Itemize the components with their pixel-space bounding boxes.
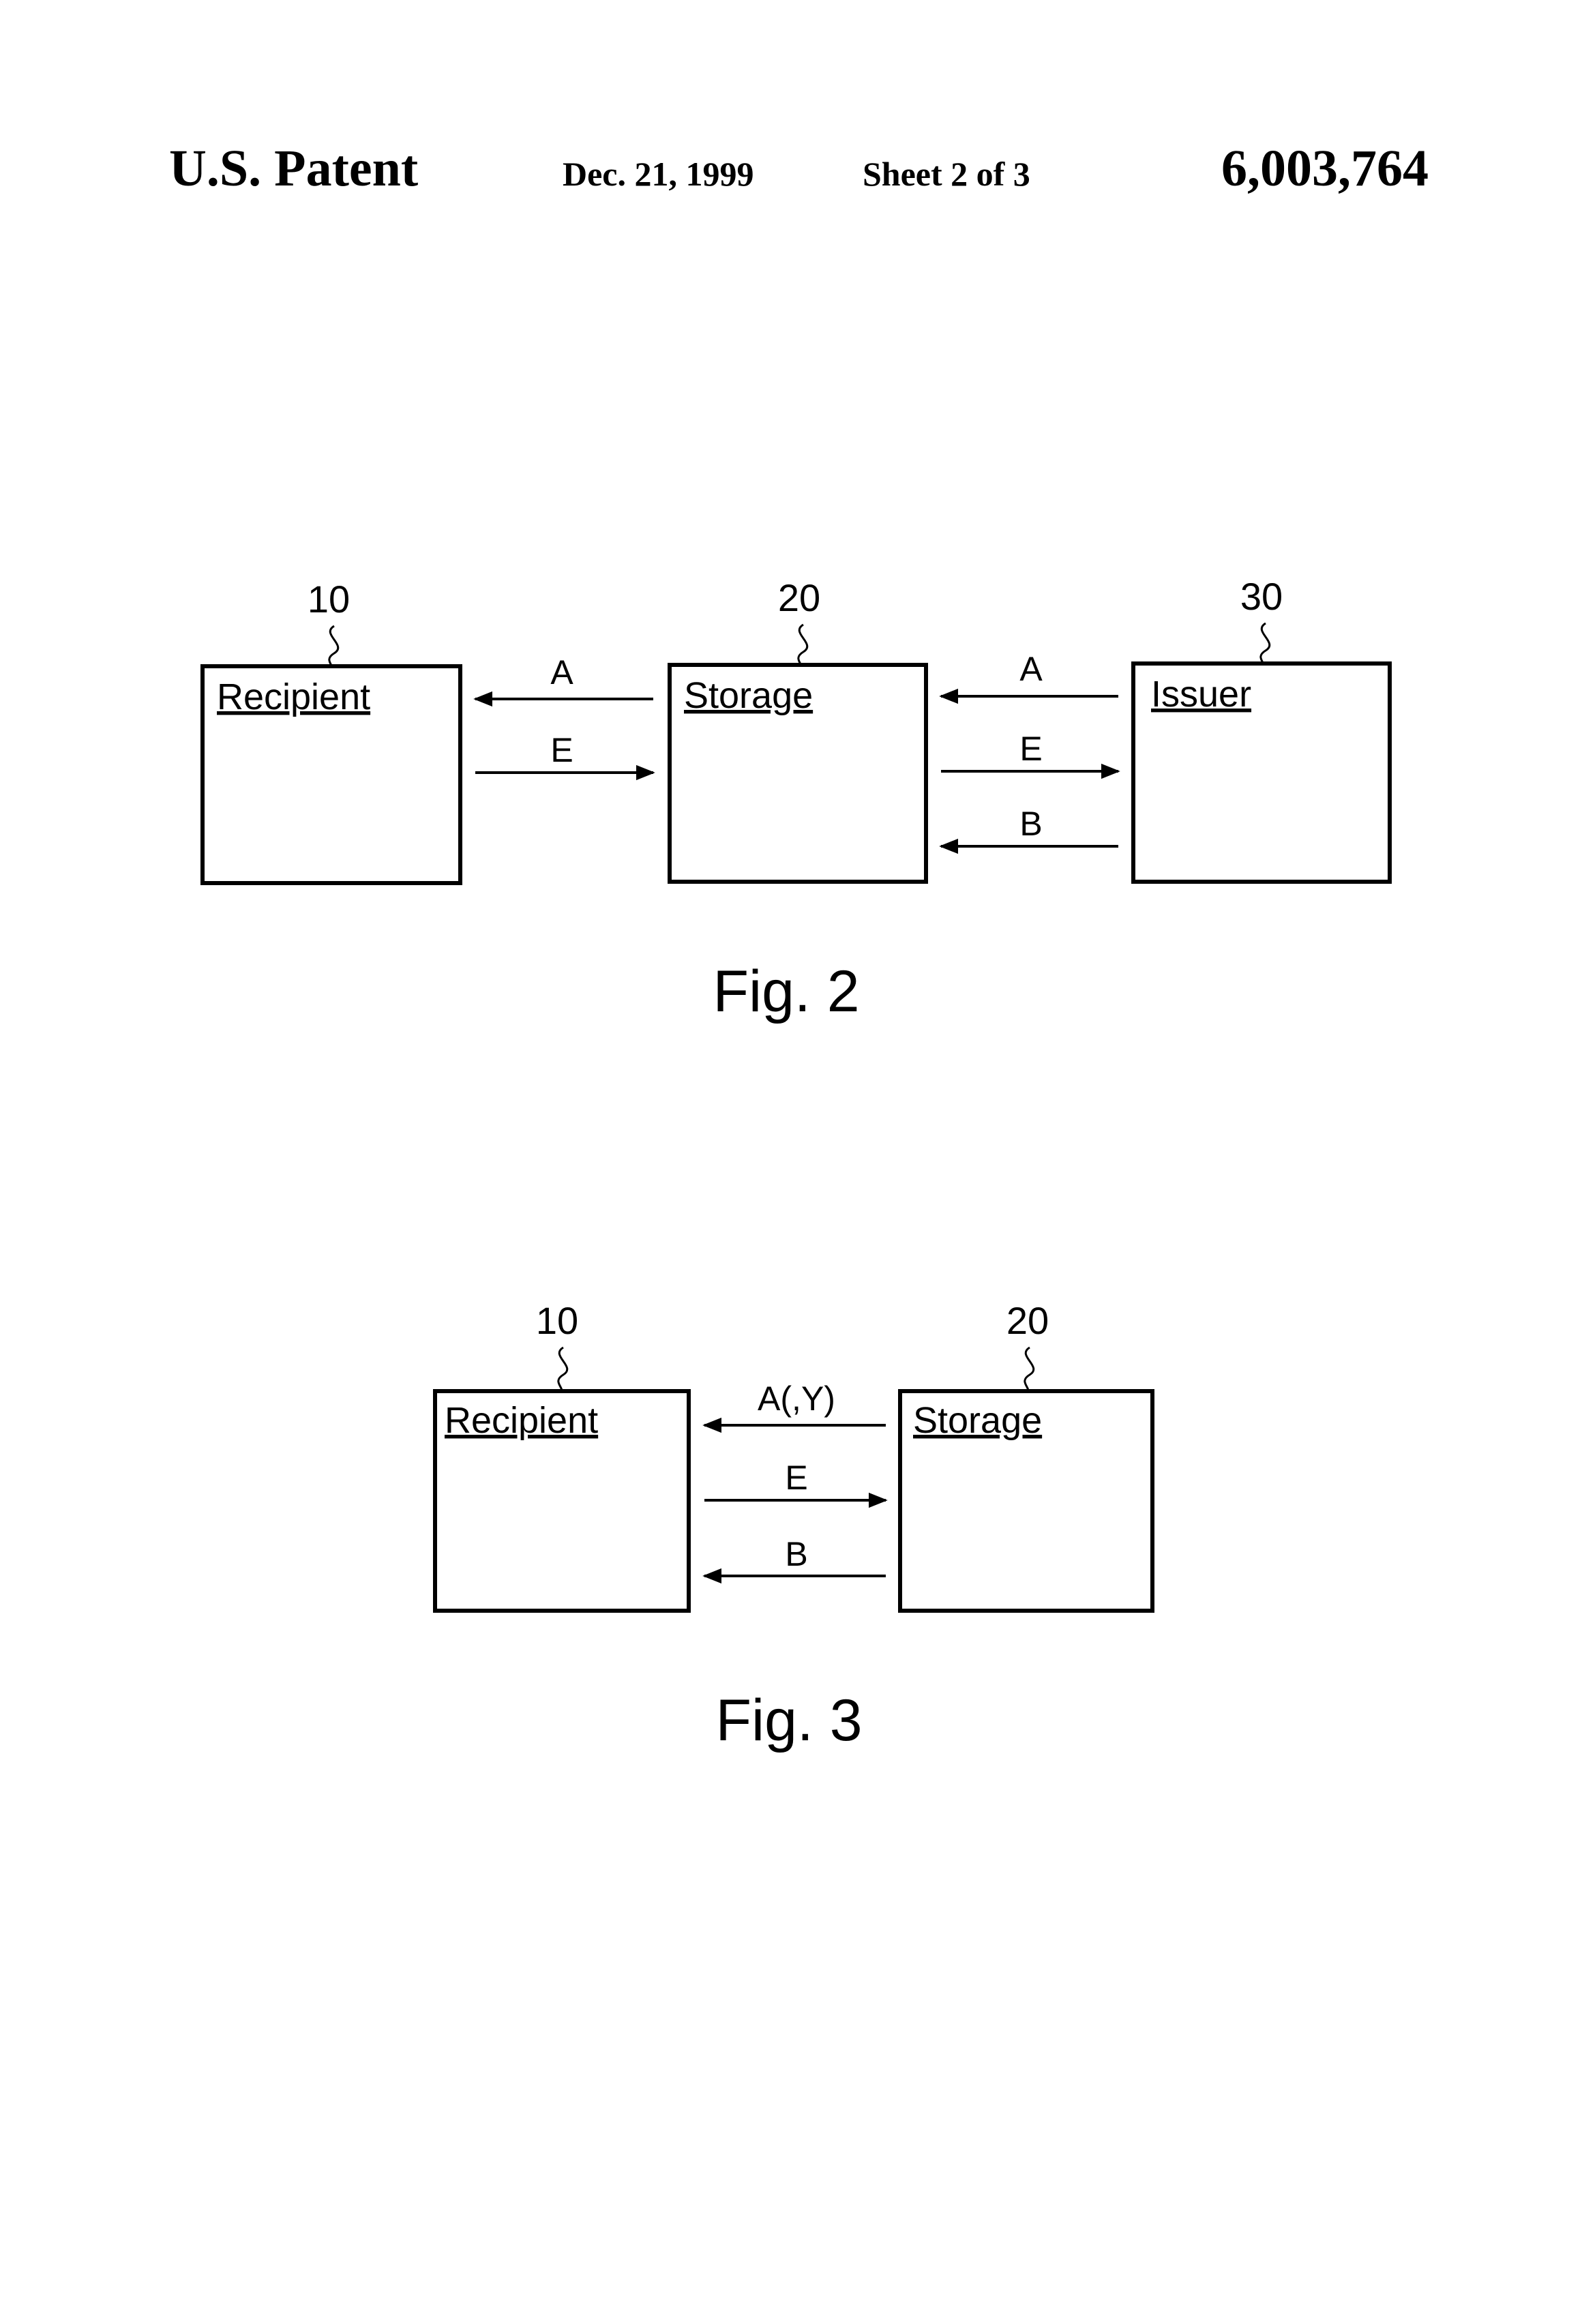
fig2-ref-10: 10: [308, 578, 350, 621]
fig2-ref-20: 20: [778, 576, 820, 619]
fig3-caption: Fig. 3: [715, 1688, 862, 1753]
page-header: U.S. Patent Dec. 21, 1999 Sheet 2 of 3 6…: [169, 140, 1429, 197]
header-patent-number: 6,003,764: [1221, 140, 1429, 197]
fig3-recipient-label: Recipient: [445, 1400, 598, 1441]
figure-2: 10 Recipient 20 Storage 30 Issuer A E: [203, 575, 1390, 1024]
fig2-arrow-label-b-right: B: [1019, 805, 1042, 843]
fig2-arrow-label-a-left: A: [550, 653, 573, 691]
fig3-recipient-block: 10 Recipient: [435, 1299, 689, 1611]
fig3-leader-10: [558, 1347, 567, 1395]
fig3-storage-label: Storage: [913, 1400, 1042, 1441]
fig2-ref-30: 30: [1240, 575, 1283, 618]
fig2-arrow-label-a-right: A: [1019, 650, 1043, 688]
fig2-arrows-storage-issuer: A E B: [941, 650, 1118, 846]
fig2-arrows-recipient-storage: A E: [475, 653, 653, 773]
header-sheet: Sheet 2 of 3: [863, 155, 1030, 193]
fig3-ref-20: 20: [1006, 1299, 1049, 1342]
header-left-title: U.S. Patent: [169, 140, 418, 197]
fig3-arrow-label-e: E: [785, 1459, 807, 1497]
fig3-arrow-label-b: B: [785, 1535, 807, 1573]
figure-3: 10 Recipient 20 Storage A(,Y) E B Fig. 3: [435, 1299, 1152, 1753]
fig3-ref-10: 10: [536, 1299, 578, 1342]
fig2-caption: Fig. 2: [713, 959, 859, 1024]
fig2-arrow-label-e-left: E: [550, 731, 573, 769]
fig2-storage-label: Storage: [684, 675, 813, 716]
fig3-leader-20: [1024, 1347, 1034, 1395]
header-date: Dec. 21, 1999: [563, 155, 754, 193]
fig2-recipient-label: Recipient: [217, 676, 370, 717]
fig2-issuer-label: Issuer: [1151, 674, 1251, 715]
fig2-issuer-block: 30 Issuer: [1133, 575, 1390, 882]
fig2-recipient-block: 10 Recipient: [203, 578, 460, 883]
fig3-arrow-label-a-y: A(,Y): [758, 1380, 835, 1418]
fig3-arrows: A(,Y) E B: [704, 1380, 886, 1576]
fig2-storage-block: 20 Storage: [670, 576, 926, 882]
fig2-arrow-label-e-right: E: [1019, 730, 1042, 768]
fig3-storage-block: 20 Storage: [900, 1299, 1152, 1611]
